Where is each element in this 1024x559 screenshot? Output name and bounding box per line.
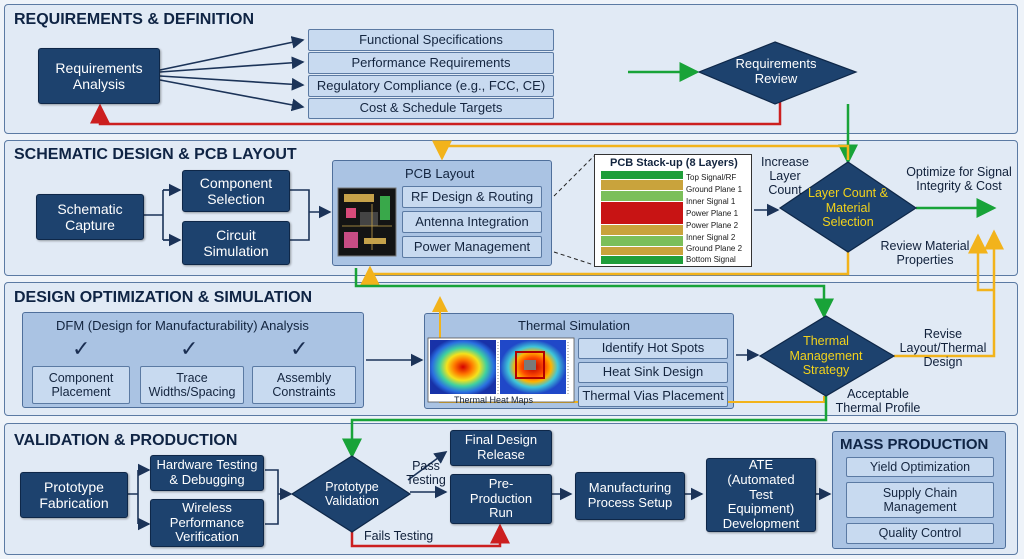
cost-schedule-box: Cost & Schedule Targets [308,98,554,119]
component-placement-box: Component Placement [32,366,130,404]
preproduction-run-box: Pre-Production Run [450,474,552,524]
performance-requirements-box: Performance Requirements [308,52,554,74]
section-title-requirements: REQUIREMENTS & DEFINITION [14,11,255,28]
thermal-strategy-diamond [758,315,896,397]
dfm-title: DFM (Design for Manufacturability) Analy… [56,318,309,333]
stackup-label-7: Ground Plane 2 [686,244,743,253]
stackup-label-3: Inner Signal 1 [686,197,736,206]
acceptable-thermal-label: Acceptable Thermal Profile [835,387,921,415]
trace-widths-box: Trace Widths/Spacing [140,366,244,404]
stackup-label-4: Power Plane 1 [686,209,739,218]
prototype-fabrication-box: Prototype Fabrication [20,472,128,518]
stackup-label-2: Ground Plane 1 [686,185,743,194]
thermal-heat-map-image [427,337,575,403]
rf-design-routing-box: RF Design & Routing [402,186,542,208]
assembly-constraints-box: Assembly Constraints [252,366,356,404]
pcb-layout-title: PCB Layout [405,166,475,181]
stackup-layer-1 [601,171,683,179]
heat-sink-design-box: Heat Sink Design [578,362,728,383]
mass-production-title: MASS PRODUCTION [840,436,989,453]
thermal-vias-box: Thermal Vias Placement [578,386,728,407]
stackup-layer-7 [601,247,683,255]
wireless-verification-box: Wireless Performance Verification [150,499,264,547]
identify-hot-spots-box: Identify Hot Spots [578,338,728,359]
stackup-layer-6 [601,236,683,246]
thermal-title: Thermal Simulation [518,318,630,333]
antenna-integration-box: Antenna Integration [402,211,542,233]
functional-specifications-box: Functional Specifications [308,29,554,51]
hardware-testing-box: Hardware Testing & Debugging [150,455,264,491]
final-design-release-box: Final Design Release [450,430,552,466]
review-material-label: Review Material Properties [880,239,970,267]
power-management-box: Power Management [402,236,542,258]
stackup-layer-5 [601,225,683,235]
checkmark-icon-2: ✓ [180,336,199,361]
revise-layout-label: Revise Layout/Thermal Design [899,327,987,369]
schematic-capture-box: Schematic Capture [36,194,144,240]
quality-control-box: Quality Control [846,523,994,544]
component-selection-box: Component Selection [182,170,290,212]
prototype-validation-label: Prototype Validation [325,479,379,508]
requirements-analysis-box: Requirements Analysis [38,48,160,104]
layer-material-diamond [778,161,918,253]
layer-material-label: Layer Count & Material Selection [808,186,888,230]
stackup-label-8: Bottom Signal [686,255,736,264]
prototype-validation-diamond [290,455,412,533]
fails-testing-label: Fails Testing [364,529,434,543]
thermal-strategy-label: Thermal Management Strategy [789,334,863,378]
manufacturing-setup-box: Manufacturing Process Setup [575,472,685,520]
yield-optimization-box: Yield Optimization [846,457,994,477]
stackup-graphic [601,171,683,264]
circuit-simulation-box: Circuit Simulation [182,221,290,265]
optimize-signal-label: Optimize for Signal Integrity & Cost [906,165,1012,193]
requirements-review-label: Requirements Review [735,56,817,86]
pass-testing-label: Pass Testing [406,459,446,487]
stackup-layer-8 [601,256,683,264]
stackup-layer-2 [601,180,683,190]
stackup-label-1: Top Signal/RF [686,173,737,182]
stackup-layer-3 [601,191,683,201]
stackup-layer-4 [601,202,683,224]
checkmark-icon-1: ✓ [72,336,91,361]
stackup-title: PCB Stack-up (8 Layers) [610,157,738,169]
section-title-validation: VALIDATION & PRODUCTION [14,432,238,449]
section-title-optimization: DESIGN OPTIMIZATION & SIMULATION [14,289,313,306]
requirements-review-diamond [697,41,858,105]
stackup-label-5: Power Plane 2 [686,221,739,230]
increase-layer-count-label: Increase Layer Count [761,155,809,197]
section-title-schematic: SCHEMATIC DESIGN & PCB LAYOUT [14,146,297,163]
stackup-label-6: Inner Signal 2 [686,233,736,242]
checkmark-icon-3: ✓ [290,336,309,361]
regulatory-compliance-box: Regulatory Compliance (e.g., FCC, CE) [308,75,554,97]
pcb-board-image [337,187,397,257]
heat-map-caption: Thermal Heat Maps [454,395,534,405]
ate-development-box: ATE (Automated Test Equipment) Developme… [706,457,816,532]
supply-chain-box: Supply Chain Management [846,482,994,518]
